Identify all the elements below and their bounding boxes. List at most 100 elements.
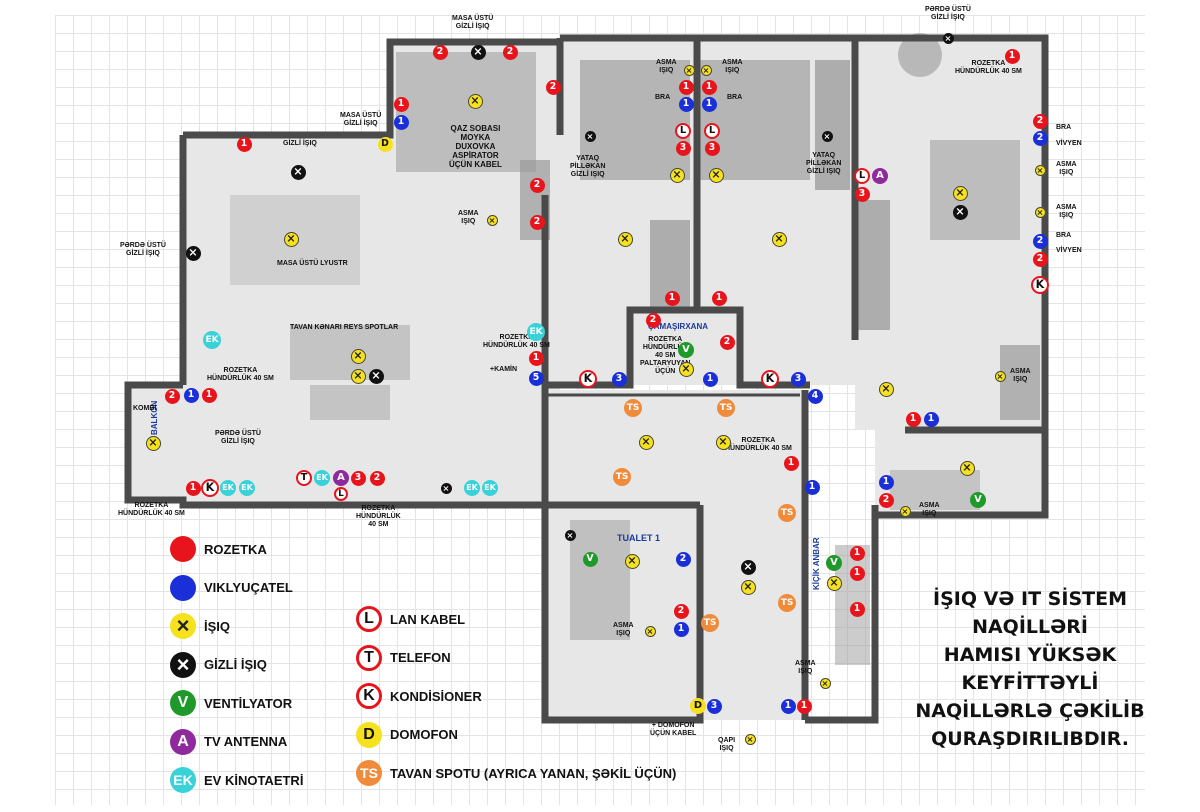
- marker-ev-kinoteatri: EK: [239, 480, 255, 496]
- marker-rozetka: 2: [369, 470, 385, 486]
- legend-telefon-label: TELEFON: [390, 650, 451, 665]
- label-rozetka-living: ROZETKA HÜNDÜRLÜK 40 SM: [483, 334, 550, 349]
- label-yataq-right: YATAQ PİLLƏKAN GİZLİ IŞIQ: [806, 152, 842, 175]
- marker-isiq: ×: [1034, 206, 1046, 218]
- legend-ventilyator-icon: V: [170, 690, 196, 716]
- marker-rozetka: 2: [719, 334, 735, 350]
- marker-domofon: D: [377, 136, 393, 152]
- legend-viklyucatel-label: VIKLYUÇATEL: [204, 580, 293, 595]
- legend-isiq: × İŞIQ: [170, 613, 230, 639]
- marker-rozetka: 1: [393, 96, 409, 112]
- marker-ev-kinoteatri: EK: [482, 480, 498, 496]
- legend-ts-label: TAVAN SPOTU (AYRICA YANAN, ŞƏKİL ÜÇÜN): [390, 765, 677, 781]
- marker-gizli-isiq: ×: [185, 245, 201, 261]
- marker-rozetka: 2: [502, 44, 518, 60]
- marker-ring-l: L: [854, 168, 870, 184]
- room-camasirxana: ÇAMAŞIRXANA: [648, 322, 708, 331]
- legend-gizli: ×GİZLİ İŞIQ: [170, 651, 267, 678]
- marker-rozetka: 1: [849, 545, 865, 561]
- marker-ev-kinoteatri: EK: [527, 323, 545, 341]
- label-rozetka-hall: ROZETKA HÜNDÜRLÜK 40 SM: [725, 437, 792, 452]
- marker-ventilyator: V: [970, 492, 986, 508]
- marker-rozetka: 1: [678, 79, 694, 95]
- marker-viklyucatel: 1: [878, 474, 894, 490]
- marker-isiq: ×: [708, 167, 724, 183]
- label-bra-1: BRA: [1056, 124, 1072, 131]
- marker-ring-k: K: [1031, 276, 1049, 294]
- label-kombi: KOMBİ: [133, 405, 157, 412]
- label-asma-anbar: ASMA IŞIQ: [795, 660, 816, 675]
- marker-rozetka: 2: [673, 603, 689, 619]
- marker-ev-kinoteatri: EK: [314, 470, 330, 486]
- legend-viklyucatel-icon: [170, 574, 196, 601]
- label-bra-left: BRA: [655, 94, 671, 101]
- marker-gizli-isiq: ×: [942, 32, 954, 44]
- marker-isiq: ×: [994, 370, 1006, 382]
- marker-ring-t: T: [296, 470, 312, 486]
- marker-rozetka: 2: [645, 312, 661, 328]
- label-masa-ustu-gizli-top: MASA ÜSTÜ GİZLİ İŞIQ: [452, 15, 494, 30]
- legend-gizli-icon: ×: [170, 651, 196, 678]
- marker-isiq: ×: [350, 368, 366, 384]
- marker-isiq: ×: [145, 435, 161, 451]
- legend-tv-icon: A: [170, 728, 196, 755]
- label-asma-toilet: ASMA IŞIQ: [613, 622, 634, 637]
- marker-gizli-isiq: ×: [952, 204, 968, 220]
- marker-rozetka: 3: [350, 470, 366, 486]
- label-vivyen-2: VİVYEN: [1056, 247, 1082, 254]
- marker-ev-kinoteatri: EK: [464, 480, 480, 496]
- marker-ring-l: L: [675, 123, 691, 139]
- marker-isiq: ×: [350, 348, 366, 364]
- marker-isiq: ×: [283, 231, 299, 247]
- marker-viklyucatel: 3: [706, 698, 722, 714]
- marker-viklyucatel: 3: [611, 371, 627, 387]
- marker-ventilyator: V: [826, 555, 842, 571]
- marker-viklyucatel: 3: [790, 371, 806, 387]
- label-rozetka-bottom: ROZETKA HÜNDÜRLÜK 40 SM: [356, 505, 401, 528]
- legend-domofon-label: DOMOFON: [390, 727, 458, 742]
- legend-rozetka: ROZETKA: [170, 536, 267, 562]
- marker-isiq: ×: [878, 381, 894, 397]
- legend-rozetka-label: ROZETKA: [204, 541, 267, 557]
- marker-gizli-isiq: ×: [440, 482, 452, 494]
- marker-gizli-isiq: ×: [740, 559, 756, 575]
- marker-gizli-isiq: ×: [584, 130, 596, 142]
- marker-tavan-spotu: TS: [778, 504, 796, 522]
- label-yataq-left: YATAQ PİLLƏKAN GİZLİ IŞIQ: [570, 155, 606, 178]
- label-perde-ustu-bottom: PƏRDƏ ÜSTÜ GİZLİ İŞIQ: [215, 430, 261, 445]
- marker-rozetka: 3: [704, 140, 720, 156]
- marker-tavan-spotu: TS: [717, 399, 735, 417]
- marker-rozetka: 2: [529, 214, 545, 230]
- legend-isiq-label: İŞIQ: [204, 618, 231, 634]
- marker-ring-l: L: [334, 487, 348, 501]
- legend-isiq-icon: ×: [170, 613, 196, 639]
- marker-viklyucatel: 1: [701, 96, 717, 112]
- label-domofon-kabel: + DOMOFON ÜÇÜN KABEL: [650, 722, 697, 737]
- legend-rozetka-icon: [170, 536, 196, 562]
- legend-lan-icon: L: [356, 606, 382, 632]
- legend-domofon-icon: D: [356, 721, 382, 748]
- floor-areas: [128, 38, 1045, 720]
- marker-viklyucatel: 2: [1032, 130, 1048, 146]
- label-asma-isiq-1: ASMA IŞIQ: [656, 59, 677, 74]
- marker-rozetka: 1: [796, 698, 812, 714]
- marker-isiq: ×: [826, 575, 842, 591]
- label-rozetka-camasir: ROZETKA HÜNDÜRLÜK 40 SM PALTARYUYAN ÜÇÜN: [640, 336, 691, 375]
- marker-rozetka: 2: [1032, 113, 1048, 129]
- legend-ventilyator-label: VENTİLYATOR: [204, 695, 293, 711]
- legend-ventilyator: V VENTİLYATOR: [170, 690, 292, 716]
- legend-lan-label: LAN KABEL: [390, 611, 466, 627]
- marker-gizli-isiq: ×: [290, 164, 306, 180]
- legend-ek-icon: EK: [170, 767, 196, 793]
- marker-tavan-spotu: TS: [624, 399, 642, 417]
- furniture: [230, 33, 1040, 665]
- marker-rozetka: 1: [905, 411, 921, 427]
- marker-tv-antenna: A: [872, 168, 888, 184]
- label-vivyen-1: VİVYEN: [1056, 140, 1082, 147]
